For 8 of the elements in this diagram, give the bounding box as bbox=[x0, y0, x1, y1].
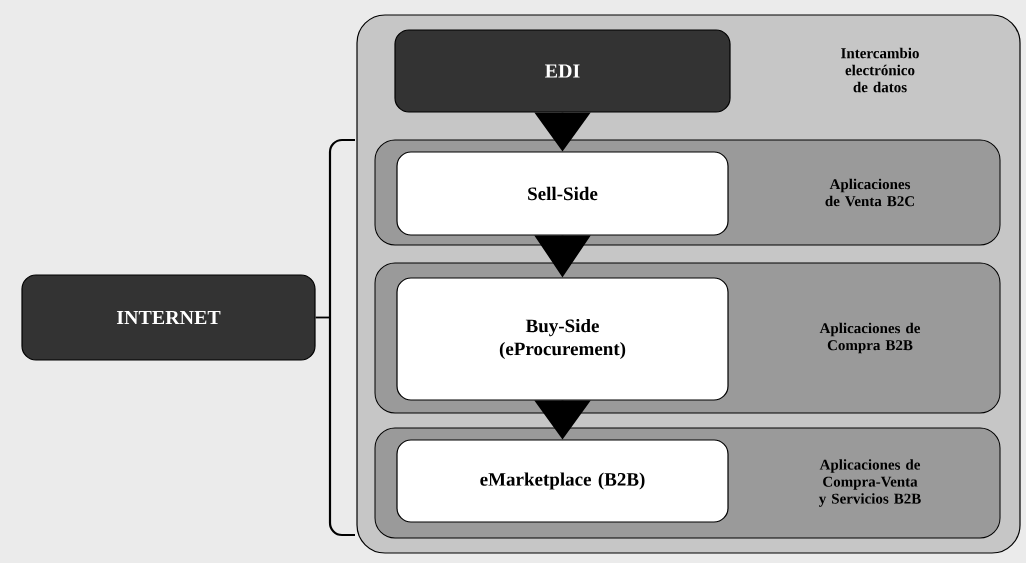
dark-box: INTERNET bbox=[21, 274, 316, 361]
process-box: Buy-Side (eProcurement) bbox=[396, 277, 729, 401]
side-text: Intercambio electrónico de datos bbox=[841, 47, 919, 93]
bracket bbox=[328, 138, 355, 537]
connector-line bbox=[314, 316, 331, 319]
dark-box: EDI bbox=[394, 29, 731, 113]
process-box: Sell-Side bbox=[396, 151, 729, 236]
process-box: eMarketplace (B2B) bbox=[396, 439, 729, 523]
